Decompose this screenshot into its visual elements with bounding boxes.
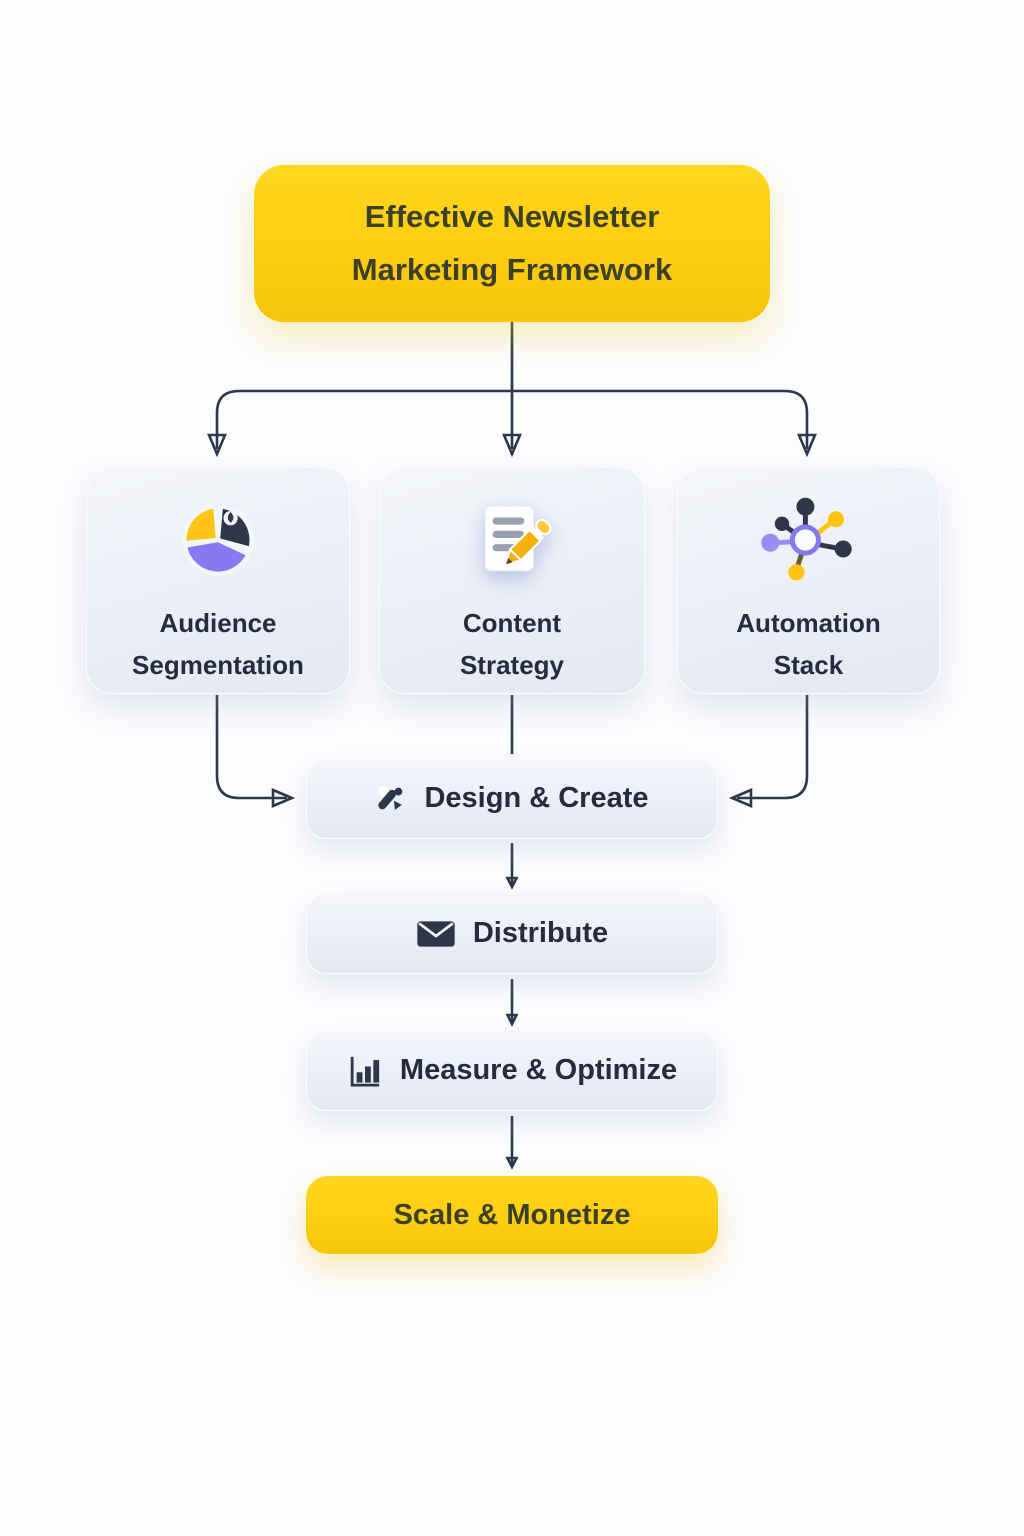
arrow-branch-left [217, 389, 512, 449]
step-label: Distribute [472, 917, 609, 949]
node-scale-monetize: Scale & Monetize [306, 1176, 718, 1254]
arrow-branch-right [512, 389, 807, 449]
bar-chart-icon [347, 1053, 383, 1089]
step-label: Design & Create [424, 782, 649, 814]
document-pencil-icon [469, 494, 555, 586]
node-content-strategy: Content Strategy [379, 467, 645, 694]
step-label: Measure & Optimize [399, 1054, 678, 1086]
arrow-stage1-to-design [215, 695, 287, 798]
stage-label: Audience Segmentation [132, 608, 304, 681]
envelope-icon [416, 919, 456, 949]
node-design-create: Design & Create [306, 758, 718, 839]
stage-label: Automation Stack [736, 608, 881, 681]
stage-label: Content Strategy [459, 608, 565, 681]
design-tools-icon [375, 783, 407, 815]
node-automation-stack: Automation Stack [677, 467, 940, 694]
node-measure-optimize: Measure & Optimize [306, 1030, 718, 1111]
network-hub-icon [759, 494, 859, 586]
final-label: Scale & Monetize [393, 1198, 631, 1231]
node-framework-title: Effective Newsletter Marketing Framework [254, 165, 770, 322]
node-distribute: Distribute [306, 893, 718, 974]
pie-chart-icon [176, 494, 260, 586]
node-audience-segmentation: Audience Segmentation [86, 467, 350, 694]
framework-title-text: Effective Newsletter Marketing Framework [351, 199, 673, 287]
arrow-stage3-to-design [737, 695, 809, 798]
